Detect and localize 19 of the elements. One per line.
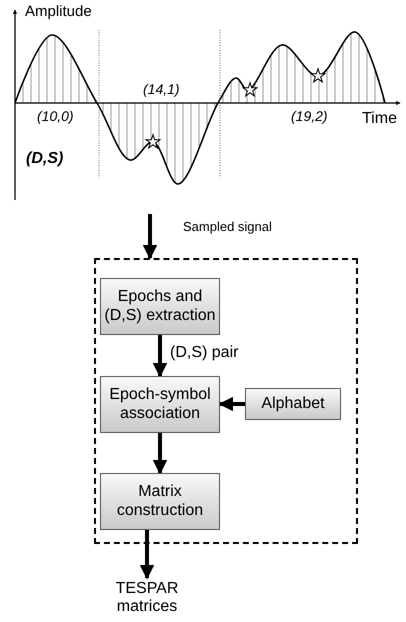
arrow (152, 433, 168, 474)
arrow (140, 530, 154, 580)
pair-notation: (D,S) (26, 150, 64, 168)
arrow (218, 396, 245, 412)
edge-label: (D,S) pair (170, 344, 238, 362)
process-box: Matrix construction (100, 473, 220, 530)
axis-label: Amplitude (25, 3, 92, 20)
axis-label: Time (362, 110, 397, 128)
input-box: Alphabet (245, 388, 341, 420)
coordinate-label: (10,0) (37, 108, 74, 124)
coordinate-label: (14,1) (143, 81, 180, 97)
process-box: Epochs and (D,S) extraction (100, 278, 220, 335)
dashed-boundary (94, 258, 358, 544)
arrow (142, 214, 158, 260)
output-label: TESPAR matrices (114, 580, 180, 616)
coordinate-label: (19,2) (291, 108, 328, 124)
process-box: Epoch-symbol association (100, 376, 220, 433)
arrow (152, 335, 168, 378)
edge-label: Sampled signal (183, 219, 272, 234)
